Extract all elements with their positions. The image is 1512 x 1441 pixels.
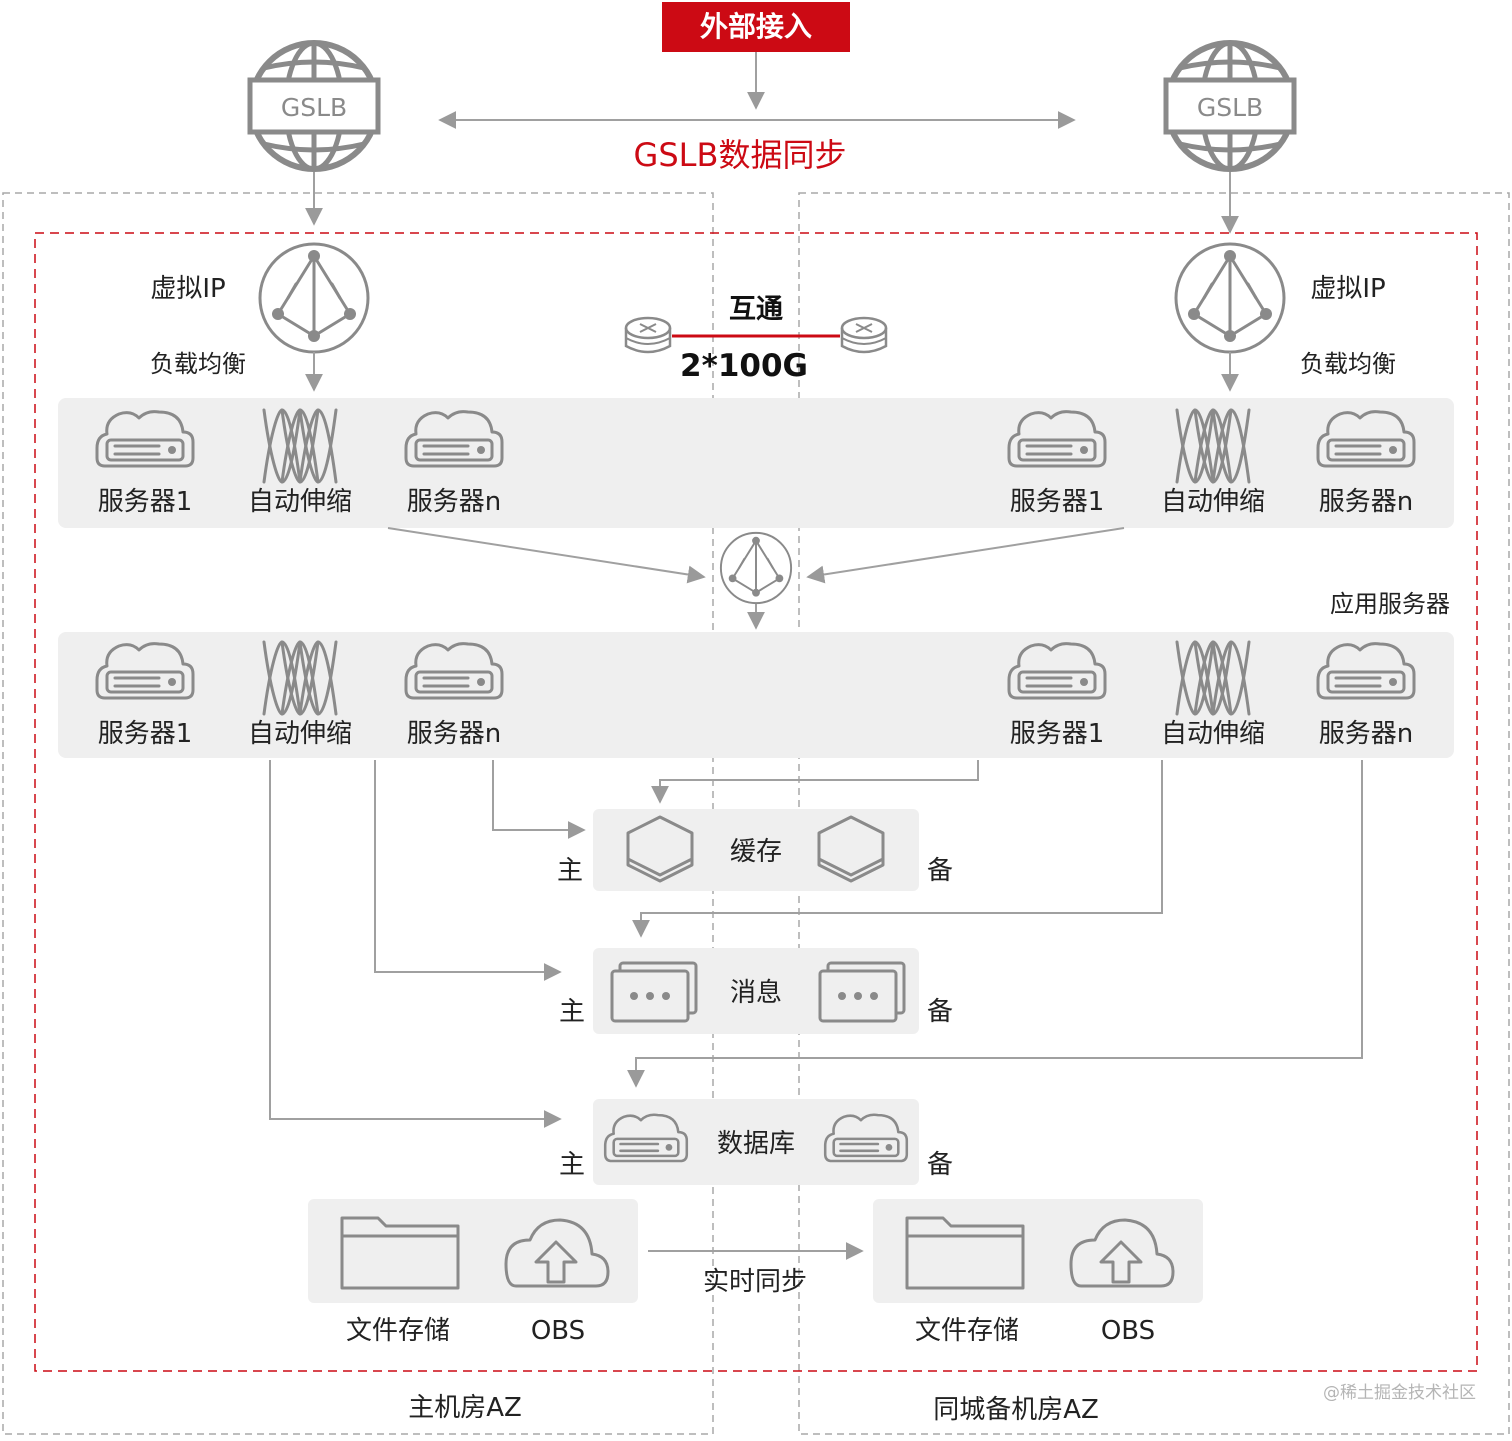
lb-left-label: 负载均衡 [150, 350, 246, 378]
message-label: 消息 [730, 978, 782, 1008]
app-autoscale-left: 自动伸缩 [248, 719, 352, 749]
cache-standby-tag: 备 [927, 856, 953, 886]
external-access-box [662, 2, 850, 52]
message-standby-icon [818, 961, 906, 1023]
web-server-n-left: 服务器n [407, 487, 501, 517]
web-autoscale-right: 自动伸缩 [1161, 487, 1265, 517]
obs-right: OBS [1101, 1316, 1155, 1346]
realtime-sync-label: 实时同步 [703, 1267, 807, 1297]
database-primary-tag: 主 [559, 1150, 585, 1180]
web-server-n-right: 服务器n [1319, 487, 1413, 517]
router-right-icon [840, 316, 888, 354]
external-access-label: 外部接入 [700, 10, 812, 43]
main-az-title: 主机房AZ [408, 1393, 522, 1423]
watermark: @稀土掘金技术社区 [1323, 1383, 1476, 1403]
message-primary-tag: 主 [559, 997, 585, 1027]
region-boundary [34, 232, 1478, 1372]
main-az-boundary [2, 192, 714, 1435]
web-server-1-right: 服务器1 [1010, 487, 1105, 517]
message-standby-tag: 备 [927, 997, 953, 1027]
vip-left-label: 虚拟IP [150, 274, 225, 304]
app-tier-panel [58, 632, 1454, 758]
web-autoscale-left: 自动伸缩 [248, 487, 352, 517]
interconnect-bandwidth: 2*100G [680, 348, 808, 384]
app-server-label: 应用服务器 [1330, 590, 1450, 618]
gslb-sync-label: GSLB数据同步 [634, 136, 847, 174]
app-server-1-left: 服务器1 [98, 719, 193, 749]
backup-az-title: 同城备机房AZ [933, 1395, 1099, 1425]
file-storage-left: 文件存储 [346, 1316, 450, 1346]
internal-lb-icon [719, 531, 793, 605]
message-primary-icon [610, 961, 698, 1023]
gslb-left-label: GSLB [281, 93, 347, 122]
database-label: 数据库 [717, 1129, 795, 1159]
vip-right-label: 虚拟IP [1310, 274, 1385, 304]
interconnect-title: 互通 [729, 294, 783, 325]
gslb-right-label: GSLB [1197, 93, 1263, 122]
cache-label: 缓存 [730, 837, 782, 867]
app-server-n-right: 服务器n [1319, 719, 1413, 749]
app-autoscale-right: 自动伸缩 [1161, 719, 1265, 749]
app-server-n-left: 服务器n [407, 719, 501, 749]
web-server-1-left: 服务器1 [98, 487, 193, 517]
cache-panel [593, 809, 919, 891]
lb-right-label: 负载均衡 [1300, 350, 1396, 378]
lb-right-icon [1174, 242, 1286, 354]
app-server-1-right: 服务器1 [1010, 719, 1105, 749]
cache-primary-tag: 主 [557, 856, 583, 886]
obs-left: OBS [531, 1316, 585, 1346]
database-standby-tag: 备 [927, 1150, 953, 1180]
file-storage-right: 文件存储 [915, 1316, 1019, 1346]
web-tier-panel [58, 398, 1454, 528]
router-left-icon [624, 316, 672, 354]
lb-left-icon [258, 242, 370, 354]
